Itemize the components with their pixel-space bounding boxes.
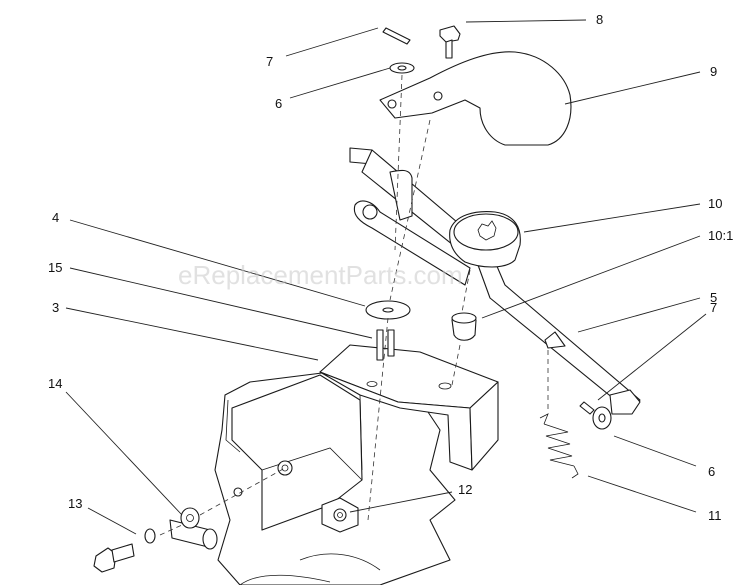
bushing-part-10-1 bbox=[451, 312, 477, 341]
callout-6-top: 6 bbox=[275, 96, 282, 111]
lever-arm-part-5 bbox=[349, 147, 641, 415]
callout-9: 9 bbox=[710, 64, 717, 79]
pin-part-7-top bbox=[382, 27, 411, 45]
cam-plate-part-9 bbox=[379, 51, 572, 146]
washer-part-13-side bbox=[144, 528, 156, 544]
callout-labels: 7 8 9 6 10 4 10:1 15 5 3 7 14 6 12 13 11 bbox=[48, 12, 733, 523]
washer-part-6-top bbox=[389, 62, 415, 74]
callout-7-top: 7 bbox=[266, 54, 273, 69]
callout-8: 8 bbox=[596, 12, 603, 27]
callout-5: 5 bbox=[710, 290, 717, 305]
washer-part-6-right bbox=[592, 406, 612, 430]
side-plate bbox=[231, 374, 363, 531]
callout-7-right: 7 bbox=[710, 300, 717, 315]
callout-11: 11 bbox=[708, 508, 722, 523]
pin-part-15 bbox=[376, 329, 395, 361]
callout-10: 10 bbox=[708, 196, 722, 211]
bracket-part-3 bbox=[319, 344, 499, 471]
assembly-center-lines bbox=[159, 74, 549, 536]
bolt-part-13 bbox=[93, 543, 135, 573]
callout-3: 3 bbox=[52, 300, 59, 315]
callout-13: 13 bbox=[68, 496, 82, 511]
bushing-part-14 bbox=[169, 507, 218, 550]
leader-lines bbox=[65, 19, 707, 535]
callout-12: 12 bbox=[458, 482, 472, 497]
callout-10-1: 10:1 bbox=[708, 228, 733, 243]
callout-15: 15 bbox=[48, 260, 62, 275]
callout-4: 4 bbox=[52, 210, 59, 225]
callout-14: 14 bbox=[48, 376, 62, 391]
nut-part-12 bbox=[321, 497, 359, 533]
pin-part-7-right bbox=[579, 401, 595, 415]
callout-6-right: 6 bbox=[708, 464, 715, 479]
watermark-text: eReplacementParts.com bbox=[178, 260, 463, 290]
hub-part-10 bbox=[449, 211, 521, 268]
washer-part-4 bbox=[365, 300, 411, 320]
bolt-part-8 bbox=[439, 25, 461, 59]
spring-part-11 bbox=[539, 413, 579, 479]
